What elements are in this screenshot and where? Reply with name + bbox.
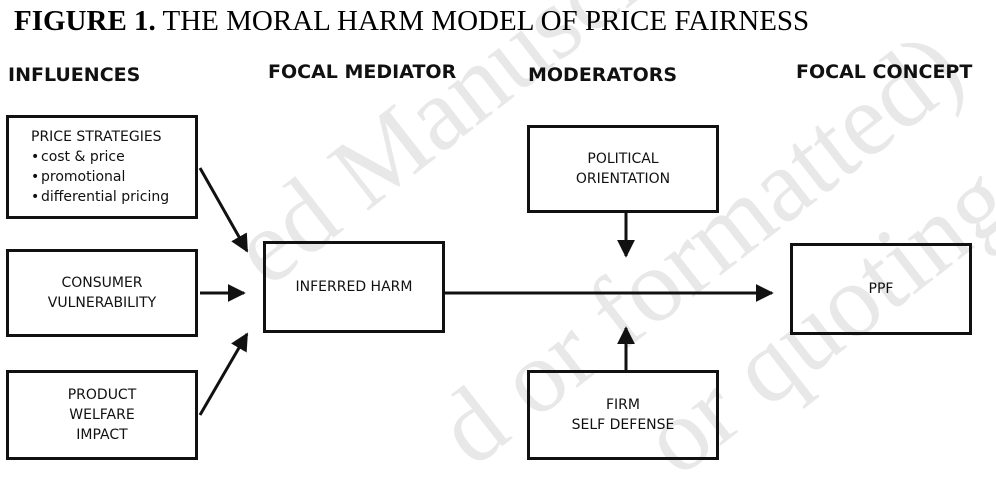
box-inferred-harm: INFERRED HARM: [263, 241, 445, 333]
box-political-orientation: POLITICAL ORIENTATION: [527, 125, 719, 213]
price-strategies-title: PRICE STRATEGIES: [31, 129, 162, 145]
product-welfare-line-1: PRODUCT: [67, 387, 137, 403]
heading-focal-mediator: FOCAL MEDIATOR: [268, 61, 457, 83]
list-item: cost & price: [31, 147, 195, 167]
arrow-price-strategies-to-harm: [198, 167, 249, 253]
product-welfare-line-3: IMPACT: [76, 427, 128, 443]
heading-focal-concept: FOCAL CONCEPT: [796, 61, 973, 83]
figure-number: FIGURE 1.: [14, 5, 156, 37]
political-orientation-line-2: ORIENTATION: [575, 171, 671, 187]
firm-self-defense-line-1: FIRM: [606, 397, 640, 413]
figure-title: FIGURE 1. THE MORAL HARM MODEL OF PRICE …: [14, 4, 809, 38]
arrow-product-welfare-to-harm: [198, 332, 249, 416]
price-strategies-list: cost & price promotional differential pr…: [31, 147, 195, 207]
box-price-strategies: PRICE STRATEGIES cost & price promotiona…: [6, 115, 198, 219]
box-consumer-vulnerability: CONSUMER VULNERABILITY: [6, 249, 198, 337]
list-item: differential pricing: [31, 187, 195, 207]
inferred-harm-label: INFERRED HARM: [295, 279, 413, 295]
consumer-vulnerability-line-1: CONSUMER: [61, 275, 143, 291]
political-orientation-line-1: POLITICAL: [587, 151, 659, 167]
heading-moderators: MODERATORS: [528, 64, 678, 86]
figure-title-text: THE MORAL HARM MODEL OF PRICE FAIRNESS: [155, 5, 810, 37]
consumer-vulnerability-line-2: VULNERABILITY: [47, 295, 157, 311]
heading-influences: INFLUENCES: [8, 64, 141, 86]
box-firm-self-defense: FIRM SELF DEFENSE: [527, 370, 719, 460]
list-item: promotional: [31, 167, 195, 187]
product-welfare-line-2: WELFARE: [69, 407, 135, 423]
box-ppf: PPF: [790, 243, 972, 335]
ppf-label: PPF: [868, 281, 894, 297]
box-product-welfare-impact: PRODUCT WELFARE IMPACT: [6, 370, 198, 460]
firm-self-defense-line-2: SELF DEFENSE: [571, 417, 675, 433]
